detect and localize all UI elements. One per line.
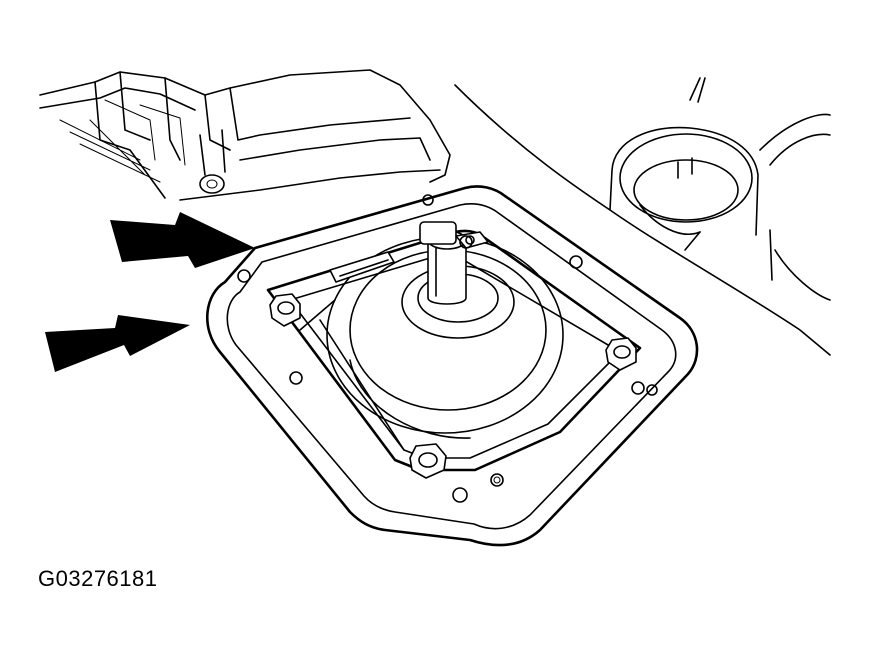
bolt-top-right: [459, 235, 473, 249]
bolt-bottom: [409, 443, 447, 479]
bolt-far-right: [646, 384, 658, 396]
shifter-bezel: [206, 185, 699, 547]
callout-arrows: [45, 212, 255, 372]
cup-holder: [454, 77, 831, 356]
bolt-left: [269, 293, 301, 327]
bolt-right: [605, 337, 637, 371]
arrow-upper: [110, 212, 255, 268]
arrow-lower: [45, 315, 190, 372]
shift-lever-shaft: [419, 221, 489, 305]
retainer-bolts: [269, 235, 658, 487]
figure-id-label: G03276181: [38, 566, 158, 591]
bolt-far-bottom: [490, 473, 504, 487]
retainer-tab: [329, 251, 395, 283]
console-bracket: [39, 69, 451, 201]
